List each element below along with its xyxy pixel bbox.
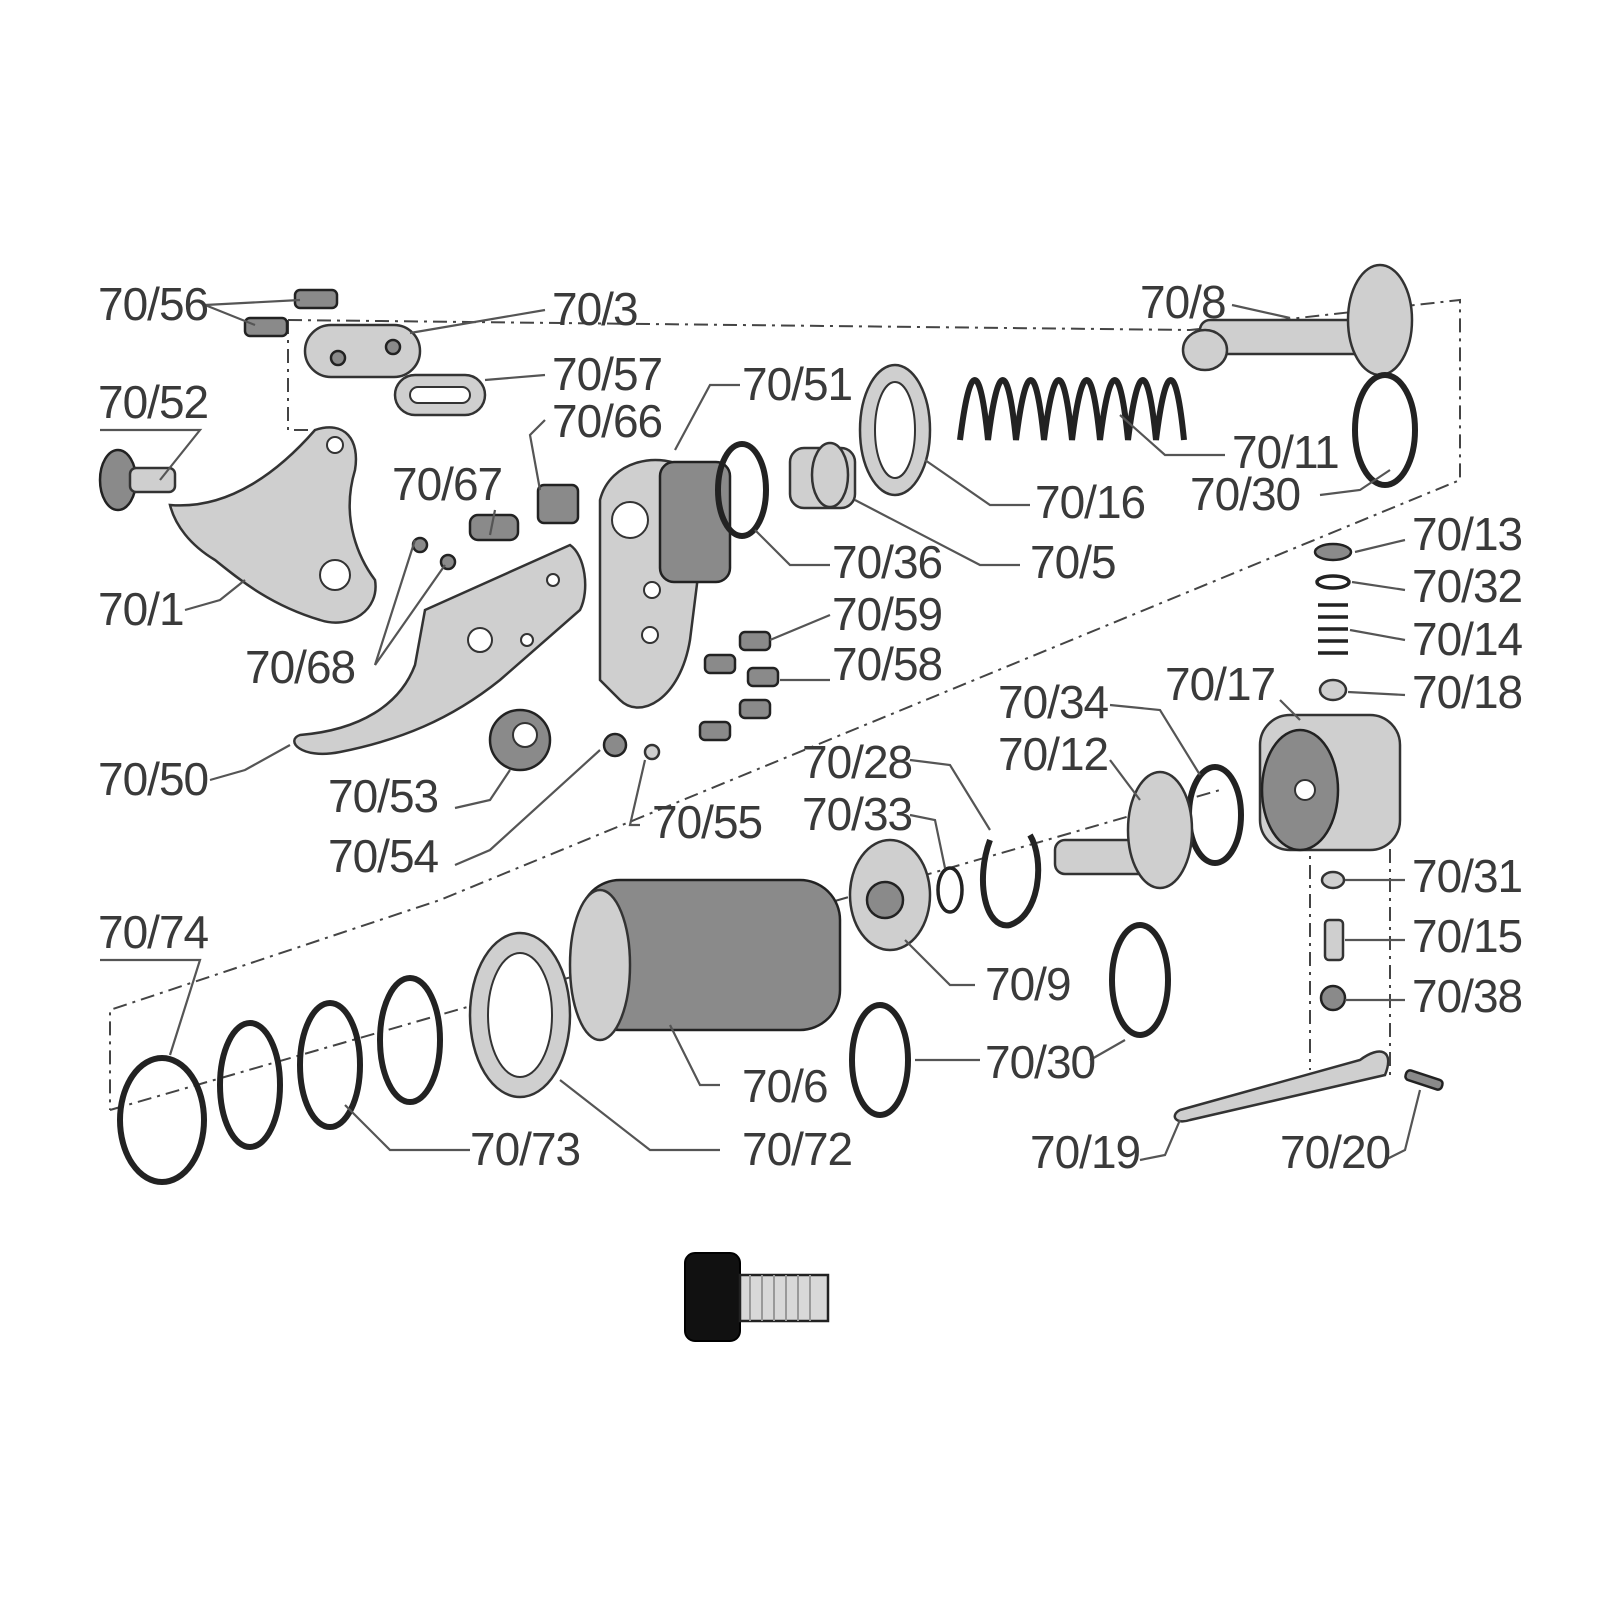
part-70-13-32-14-18-valve-stack [1313,542,1353,702]
part-70-9-end-cap [848,838,932,952]
part-70-72-washer [468,931,572,1099]
label-70-50: 70/50 [98,753,208,805]
label-70-72: 70/72 [742,1123,852,1175]
label-70-73: 70/73 [470,1123,580,1175]
part-70-16-nut [858,363,932,497]
label-70-28: 70/28 [802,736,912,788]
label-70-11: 70/11 [1232,426,1339,478]
part-70-8-piston-rod [1181,263,1414,377]
part-70-57-spring-clip [393,373,487,417]
part-70-12-piston [1053,770,1194,890]
label-70-1: 70/1 [98,583,184,635]
part-70-66-latch [536,483,580,525]
label-70-3: 70/3 [552,283,638,335]
detail-screw [684,1252,830,1342]
label-70-54: 70/54 [328,830,439,882]
label-70-17: 70/17 [1165,658,1275,710]
part-70-17-cylinder-head [1258,713,1402,852]
label-70-67: 70/67 [392,458,502,510]
part-70-36-ring [715,441,769,539]
label-70-12: 70/12 [998,728,1108,780]
label-70-58: 70/58 [832,638,942,690]
label-70-30-mid: 70/30 [985,1036,1095,1088]
part-70-6-knurled-sleeve [568,878,842,1042]
part-70-52-pivot-bolt [98,448,177,512]
label-70-55: 70/55 [652,796,762,848]
part-70-59-58-screws [698,630,780,742]
label-70-30-top: 70/30 [1190,468,1300,520]
label-70-14: 70/14 [1412,613,1523,665]
label-70-18: 70/18 [1412,666,1522,718]
label-70-15: 70/15 [1412,910,1522,962]
label-70-66: 70/66 [552,395,662,447]
label-70-32: 70/32 [1412,560,1522,612]
part-70-50-hook-blade [293,543,587,756]
part-70-19-lever [1173,1050,1390,1123]
part-labels: 70/56 70/3 70/8 70/52 70/57 70/51 70/66 … [98,276,1524,1178]
label-70-52: 70/52 [98,376,208,428]
label-70-34: 70/34 [998,676,1109,728]
label-70-74: 70/74 [98,906,209,958]
part-70-20-pin [1404,1069,1444,1091]
label-70-13: 70/13 [1412,508,1522,560]
label-70-51: 70/51 [742,358,852,410]
leader-lines [100,298,1422,1162]
label-70-19: 70/19 [1030,1126,1140,1178]
label-70-53: 70/53 [328,770,438,822]
label-70-68: 70/68 [245,641,355,693]
part-70-11-spring [957,377,1187,441]
label-70-59: 70/59 [832,588,942,640]
part-70-30-oring-top [1352,372,1418,488]
label-70-6: 70/6 [742,1060,828,1112]
label-70-33: 70/33 [802,788,912,840]
part-70-1-blade [168,426,377,624]
part-70-33-ring [936,866,964,914]
part-70-28-circlip [980,833,1042,929]
part-70-34-oring [1186,764,1244,866]
part-70-74-flat-ring [117,1055,207,1185]
label-70-9: 70/9 [985,958,1071,1010]
part-70-54-55-nut-screw [602,732,661,761]
part-70-51-head-body [598,458,732,709]
part-70-31-15-38-fittings [1319,870,1347,1012]
part-70-30-orings-mid [849,922,1171,1118]
label-70-31: 70/31 [1412,850,1522,902]
label-70-5: 70/5 [1030,536,1116,588]
label-70-38: 70/38 [1412,970,1522,1022]
label-70-8: 70/8 [1140,276,1226,328]
label-70-57: 70/57 [552,348,662,400]
part-70-73-springs [217,975,443,1150]
label-70-56: 70/56 [98,278,208,330]
part-70-56-screws [243,288,339,338]
label-70-20: 70/20 [1280,1126,1390,1178]
label-70-16: 70/16 [1035,476,1145,528]
label-70-36: 70/36 [832,536,942,588]
part-70-53-gear [488,708,552,772]
part-70-68-screws [411,536,457,571]
part-70-3-link-plate [303,323,422,379]
part-70-5-bushing [788,441,857,510]
